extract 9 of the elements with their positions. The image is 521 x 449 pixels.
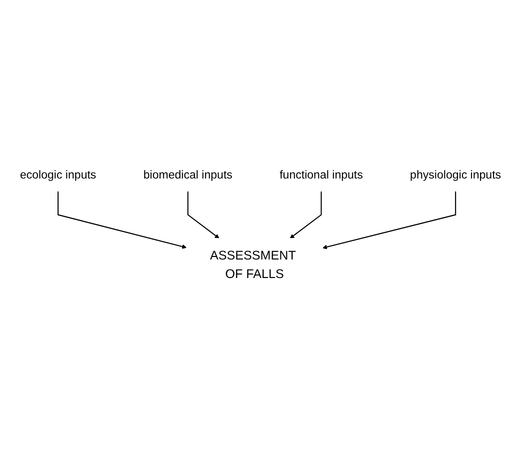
node-text: functional inputs [280, 168, 363, 181]
arrow [187, 190, 220, 238]
arrow [290, 190, 322, 238]
node-text: ASSESSMENT OF FALLS [210, 248, 296, 281]
node-text: physiologic inputs [410, 168, 502, 181]
arrow [322, 190, 456, 249]
node-text: ecologic inputs [20, 168, 96, 181]
arrow [58, 190, 187, 248]
node-text: biomedical inputs [143, 168, 232, 181]
